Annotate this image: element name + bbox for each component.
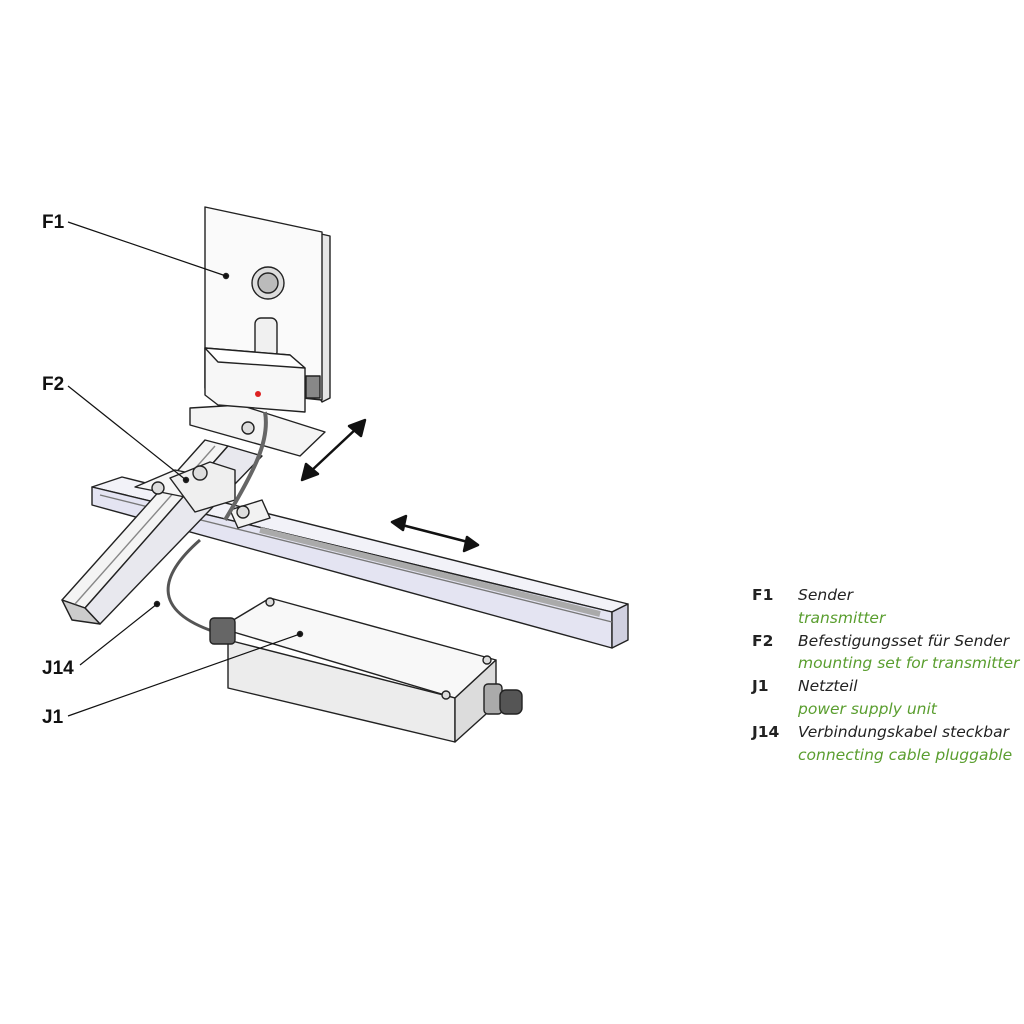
- legend-de: Sender: [798, 586, 853, 604]
- legend-de: Befestigungsset für Sender: [798, 631, 1010, 650]
- callout-f1: F1: [42, 212, 65, 233]
- callout-f2: F2: [42, 374, 65, 395]
- legend: F1 Sender transmitter F2 Befestigungsset f…: [752, 584, 1019, 766]
- legend-item-j1: J1 Netzteil: [752, 675, 1019, 698]
- callout-j14: J14: [42, 658, 74, 679]
- mounting-set: [134, 404, 326, 529]
- callout-j1: J1: [42, 707, 64, 728]
- power-supply: [209, 597, 523, 743]
- legend-item-f2: F2 Befestigungsset für Sender: [752, 630, 1019, 653]
- legend-code: F1: [752, 586, 774, 604]
- legend-code: F2: [752, 631, 774, 650]
- legend-de: Verbindungskabel steckbar: [798, 722, 1009, 741]
- legend-en: connecting cable pluggable: [798, 745, 1013, 764]
- legend-code: J1: [752, 677, 769, 696]
- legend-en: transmitter: [798, 608, 886, 627]
- long-rail: [91, 476, 629, 649]
- legend-en: power supply unit: [798, 699, 937, 718]
- legend-code: J14: [752, 722, 780, 741]
- legend-en: mounting set for transmitter: [798, 654, 1020, 673]
- transmitter: [204, 206, 331, 522]
- legend-item-j14: J14 Verbindungskabel steckbar: [752, 721, 1019, 744]
- motion-arrows: [300, 418, 480, 553]
- connecting-cable: [166, 538, 216, 634]
- leader-lines: [67, 221, 301, 717]
- legend-item-f1: F1 Sender: [752, 584, 1019, 607]
- legend-de: Netzteil: [798, 677, 858, 696]
